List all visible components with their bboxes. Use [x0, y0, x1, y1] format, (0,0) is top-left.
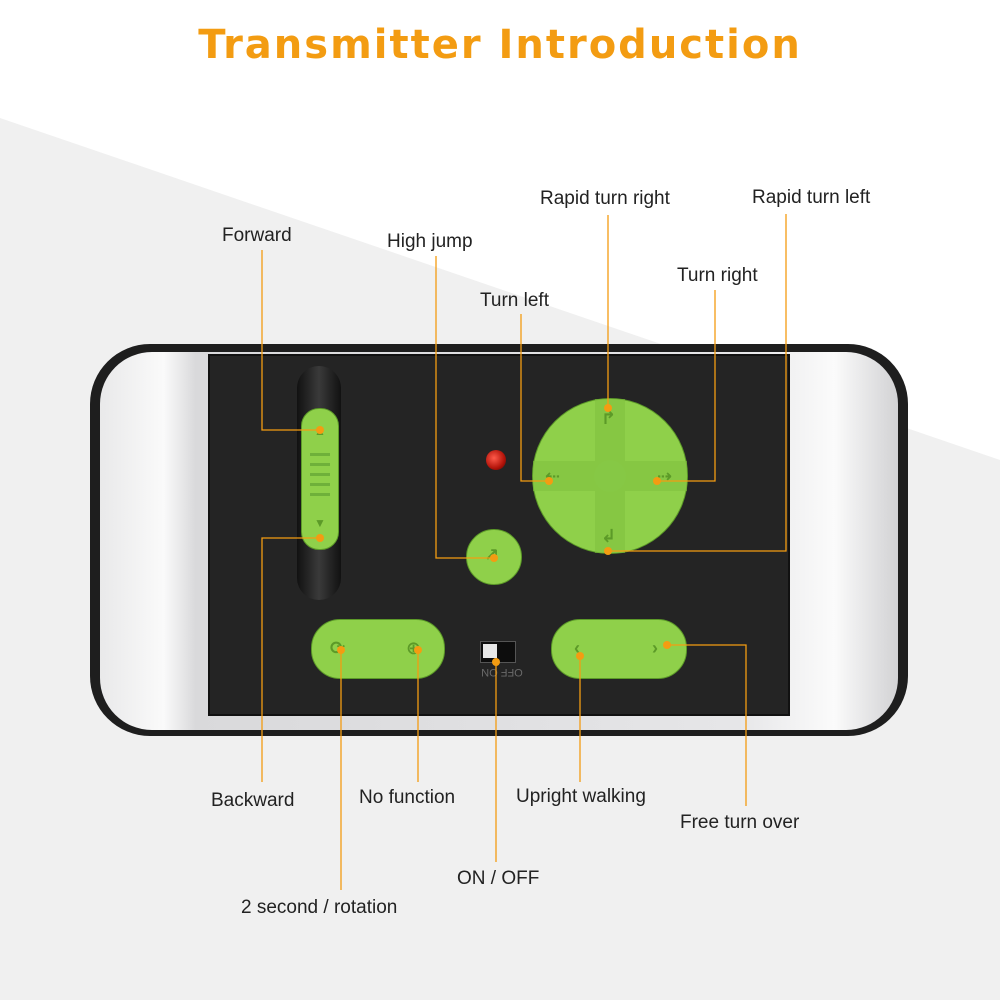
label-turn-left: Turn left — [480, 290, 549, 311]
walking-button-pill[interactable]: ‹ › — [551, 619, 687, 679]
dpad-down-icon[interactable]: ↲ — [601, 526, 617, 546]
label-upright-walking: Upright walking — [516, 786, 646, 807]
walk-right-icon: › — [652, 638, 658, 658]
rotation-button-pill[interactable]: ⟳ ⊕ — [311, 619, 445, 679]
label-rapid-turn-right: Rapid turn right — [540, 188, 670, 209]
slider-down-arrow-icon: ▼ — [314, 516, 326, 530]
power-led — [486, 450, 506, 470]
power-switch[interactable] — [480, 641, 516, 663]
page-title: Transmitter Introduction — [198, 22, 802, 68]
label-free-turn-over: Free turn over — [680, 812, 800, 833]
label-forward: Forward — [222, 225, 292, 246]
dpad-up-icon[interactable]: ↱ — [601, 408, 617, 428]
label-high-jump: High jump — [387, 231, 473, 252]
direction-pad[interactable]: ↱ ⇠ ⇢ ↲ — [532, 398, 688, 554]
label-two-second-rotation: 2 second / rotation — [241, 897, 398, 918]
label-turn-right: Turn right — [677, 265, 758, 286]
label-no-function: No function — [359, 787, 456, 808]
label-rapid-turn-left: Rapid turn left — [752, 187, 871, 208]
label-on-off: ON / OFF — [457, 868, 540, 889]
label-backward: Backward — [211, 790, 295, 811]
walk-left-icon: ‹ — [574, 638, 580, 658]
power-switch-knob[interactable] — [483, 644, 497, 658]
